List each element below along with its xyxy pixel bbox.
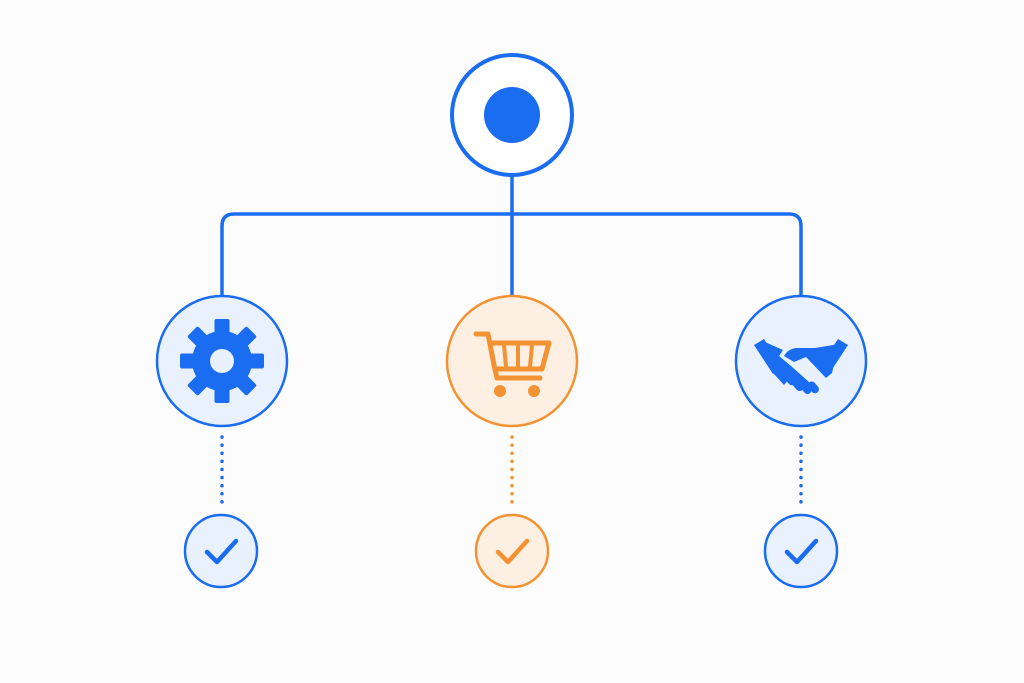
connector-lines	[220, 176, 803, 296]
shopping-cart-icon	[473, 331, 552, 397]
branch-bar-connector	[220, 212, 803, 296]
dotted-connectors	[220, 435, 803, 508]
handshake-icon	[754, 339, 848, 395]
cart-status-check	[474, 513, 550, 589]
partnership-status-check	[763, 513, 839, 589]
settings-status-check	[183, 513, 259, 589]
root-node	[450, 53, 574, 177]
gear-icon	[180, 319, 264, 403]
cart-node	[445, 294, 579, 428]
checkmark-icon	[204, 538, 239, 565]
filled-dot-icon	[484, 87, 540, 143]
checkmark-icon	[784, 538, 819, 565]
settings-node	[155, 294, 289, 428]
checkmark-icon	[495, 538, 530, 565]
partnership-node	[734, 294, 868, 428]
